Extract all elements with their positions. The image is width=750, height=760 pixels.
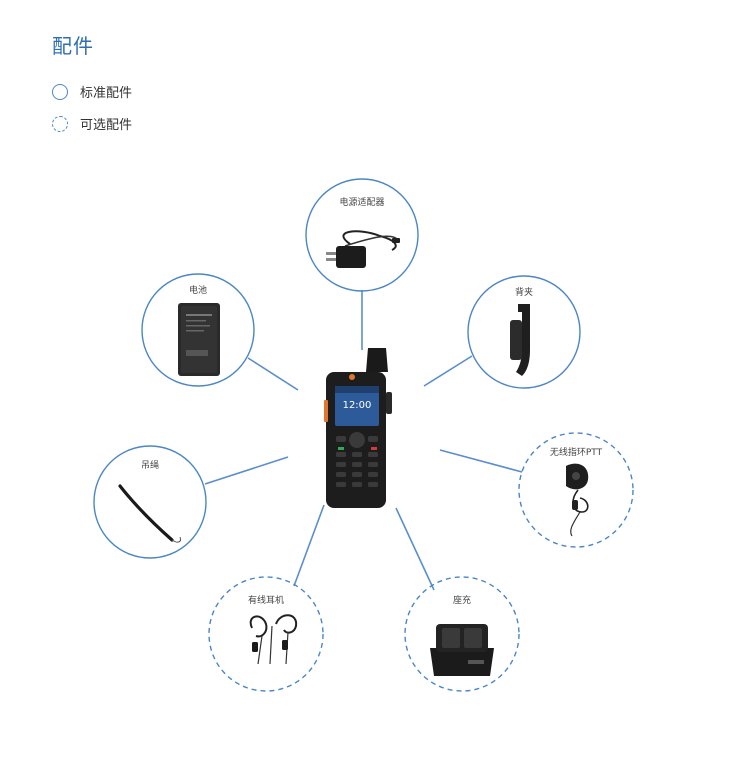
legend-standard-label: 标准配件 <box>80 86 133 101</box>
radio-screen <box>335 386 379 426</box>
radio-device: 12:00 <box>324 348 392 508</box>
line-wired-earpiece <box>293 504 325 587</box>
side-key <box>386 392 392 414</box>
finger-ptt-circle <box>518 432 634 548</box>
radio-antenna <box>366 348 388 372</box>
line-battery <box>247 357 299 391</box>
power-adapter-circle <box>305 178 419 292</box>
line-finger-ptt <box>439 449 523 473</box>
lanyard-icon <box>118 484 181 543</box>
charger-circle <box>404 576 520 692</box>
lanyard-circle <box>93 445 207 559</box>
ptt-side-button <box>324 400 328 422</box>
finger-ptt-icon <box>566 463 589 537</box>
top-led-icon <box>349 374 355 380</box>
finger-ptt-label: 无线指环PTT <box>550 446 603 458</box>
legend-standard: 标准配件 <box>52 82 132 101</box>
charger-label: 座充 <box>453 594 471 606</box>
power-adapter-icon <box>326 230 400 268</box>
dashed-circle-icon <box>52 115 68 132</box>
battery-label: 电池 <box>189 284 207 296</box>
battery-icon <box>178 303 220 376</box>
wired-earpiece-icon <box>249 614 298 665</box>
wired-earpiece-label: 有线耳机 <box>248 594 284 606</box>
line-charger <box>395 507 435 591</box>
battery-circle <box>141 273 255 387</box>
line-belt-clip <box>423 355 473 387</box>
belt-clip-icon <box>510 304 530 376</box>
power-adapter-label: 电源适配器 <box>339 196 384 208</box>
belt-clip-label: 背夹 <box>515 286 533 298</box>
call-key-icon <box>338 447 344 450</box>
wired-earpiece-circle <box>208 576 324 692</box>
page-title: 配件 <box>52 34 94 58</box>
solid-circle-icon <box>52 83 68 100</box>
charger-icon <box>430 624 494 676</box>
legend-optional: 可选配件 <box>52 114 132 133</box>
screen-time: 12:00 <box>343 400 372 411</box>
connector-lines <box>204 290 523 591</box>
belt-clip-circle <box>467 275 581 389</box>
lanyard-label: 吊绳 <box>141 459 159 471</box>
end-key-icon <box>371 447 377 450</box>
legend-optional-label: 可选配件 <box>80 118 133 133</box>
line-lanyard <box>204 456 289 485</box>
radio-keypad <box>336 432 378 487</box>
